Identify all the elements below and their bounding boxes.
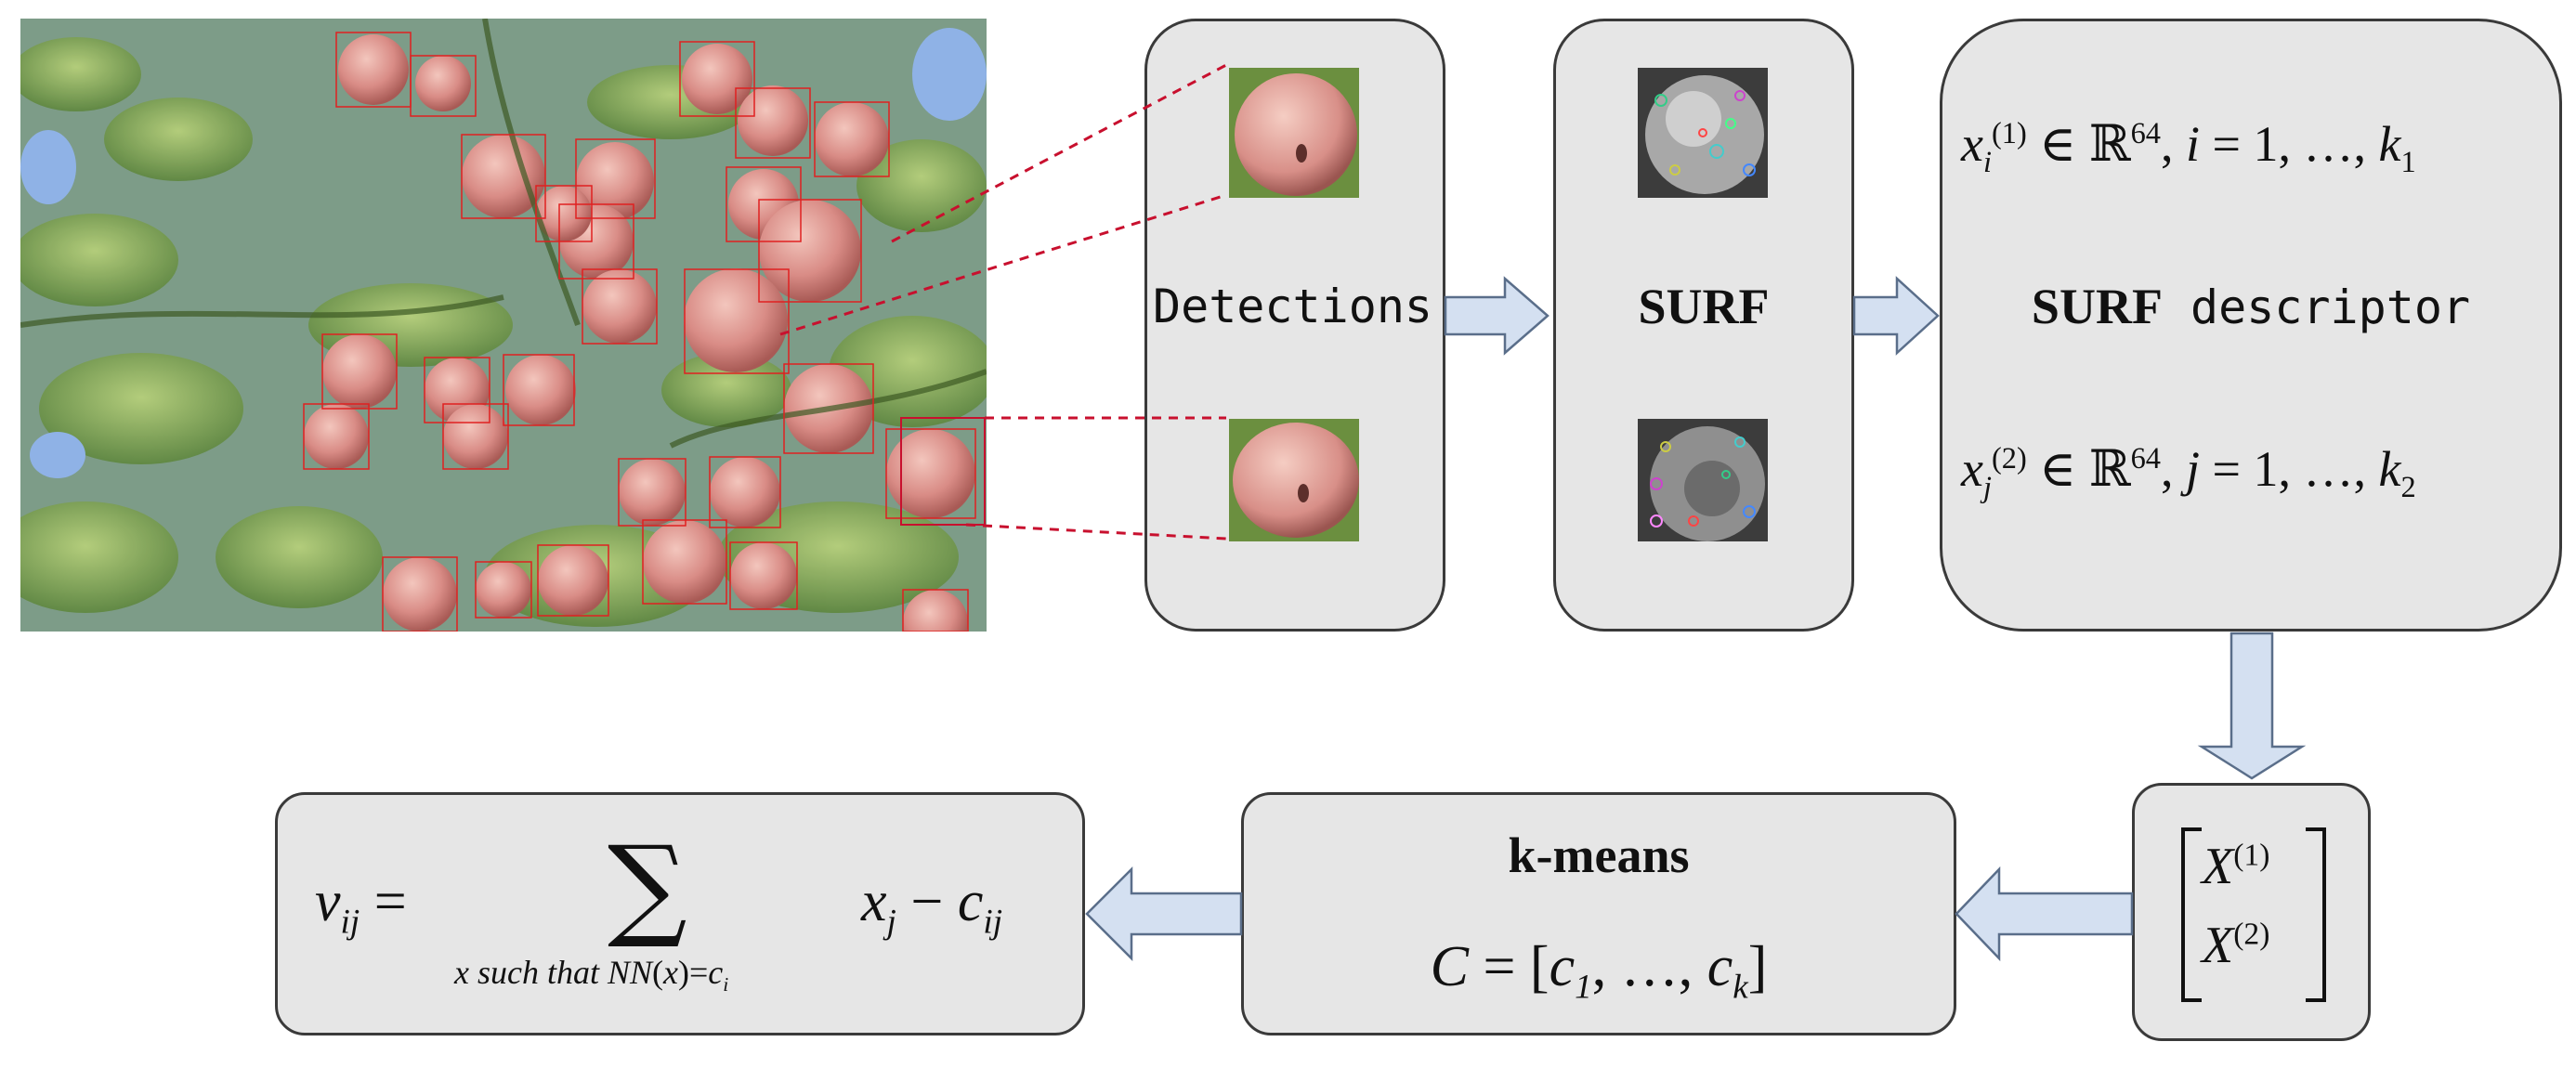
vlad-rhs: xj − cij xyxy=(861,870,1003,942)
surf-keypoints-bottom xyxy=(1638,419,1768,541)
surf-label: SURF xyxy=(1638,279,1770,334)
arrow-surf-to-descriptor xyxy=(1852,276,1940,356)
kmeans-label: k-means xyxy=(1508,827,1690,883)
surf-panel: SURF xyxy=(1553,19,1854,632)
detected-apple-top xyxy=(1229,68,1359,198)
arrow-descriptor-to-stack xyxy=(2197,632,2307,780)
descriptor-equation-1: xi(1) ∈ ℝ64, i = 1, …, k1 xyxy=(1961,116,2416,179)
arrow-kmeans-to-vlad xyxy=(1085,866,1243,962)
descriptor-label-rest: descriptor xyxy=(2162,280,2471,334)
stack-panel: X(1) X(2) xyxy=(2132,783,2371,1041)
vlad-sum-symbol: ∑ xyxy=(608,823,687,952)
apple-tree-photo xyxy=(20,19,987,632)
stack-row-2: X(2) xyxy=(2202,917,2270,974)
vlad-sum-subscript: x such that NN(x)=ci xyxy=(454,954,729,996)
detected-apple-bottom xyxy=(1229,419,1359,541)
descriptor-label: SURF descriptor xyxy=(1942,278,2559,335)
detections-panel: Detections xyxy=(1144,19,1445,632)
detections-label: Detections xyxy=(1153,280,1433,333)
arrow-stack-to-kmeans xyxy=(1955,866,2134,962)
stack-bracket-left xyxy=(2181,827,2202,1002)
kmeans-equation: C = [c1, …, ck] xyxy=(1430,935,1768,1007)
stack-row-1: X(1) xyxy=(2202,838,2270,895)
vlad-lhs: vij = xyxy=(315,870,407,942)
descriptor-equation-2: xj(2) ∈ ℝ64, j = 1, …, k2 xyxy=(1961,441,2416,504)
surf-keypoints-top xyxy=(1638,68,1768,198)
descriptor-label-bold: SURF xyxy=(2031,279,2163,334)
vlad-panel: vij = ∑ x such that NN(x)=ci xj − cij xyxy=(275,792,1085,1035)
descriptor-panel: xi(1) ∈ ℝ64, i = 1, …, k1 SURF descripto… xyxy=(1940,19,2562,632)
kmeans-panel: k-means C = [c1, …, ck] xyxy=(1241,792,1956,1035)
stack-bracket-right xyxy=(2306,827,2326,1002)
arrow-detections-to-surf xyxy=(1444,276,1550,356)
